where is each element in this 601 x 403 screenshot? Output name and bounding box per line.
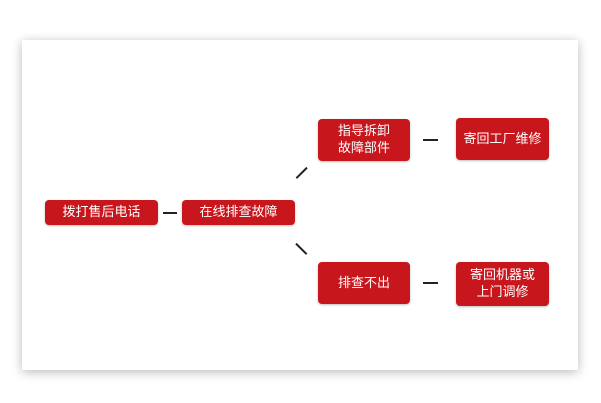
diagram-card: 拨打售后电话 在线排查故障 指导拆卸 故障部件 寄回工厂维修 排查不出 寄回机器… [22, 40, 578, 370]
node-call-after-sales-label: 拨打售后电话 [62, 205, 141, 220]
node-ship-to-factory-label: 寄回工厂维修 [463, 131, 542, 147]
node-ship-or-onsite-line1: 寄回机器或 [469, 268, 535, 283]
node-not-found-label: 排查不出 [337, 275, 390, 291]
node-guide-disassemble-line1: 指导拆卸 [337, 124, 390, 139]
node-not-found[interactable]: 排查不出 [318, 262, 410, 304]
connector-guide-to-factory [423, 139, 438, 141]
node-online-troubleshoot[interactable]: 在线排查故障 [182, 200, 295, 225]
connector-branch-down [295, 242, 308, 255]
node-online-troubleshoot-label: 在线排查故障 [199, 205, 278, 220]
node-call-after-sales[interactable]: 拨打售后电话 [45, 200, 158, 225]
connector-call-to-troubleshoot [163, 212, 177, 214]
connector-notfound-to-onsite [423, 282, 438, 284]
node-ship-to-factory[interactable]: 寄回工厂维修 [456, 118, 549, 160]
node-ship-or-onsite[interactable]: 寄回机器或 上门调修 [456, 262, 549, 306]
node-ship-or-onsite-line2: 上门调修 [476, 285, 529, 300]
node-guide-disassemble[interactable]: 指导拆卸 故障部件 [318, 119, 410, 161]
node-guide-disassemble-line2: 故障部件 [337, 141, 390, 156]
connector-branch-up [295, 166, 308, 179]
